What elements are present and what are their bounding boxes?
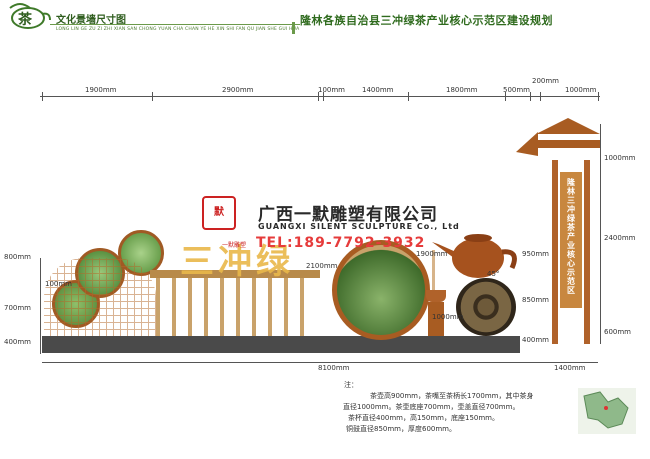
sign-post-right: [584, 160, 590, 344]
header: 茶 文化景墙尺寸图 LONG LIN GE ZU ZI ZHI XIAN SAN…: [0, 0, 650, 36]
note-line-1: 茶壶高900mm，茶嘴至茶柄长1700mm，其中茶身: [370, 392, 534, 400]
watermark-logo-icon: 默: [202, 196, 236, 230]
logo-char: 茶: [17, 11, 33, 28]
ground-base: [42, 336, 520, 353]
bottom-dim-line: [42, 362, 598, 363]
page-title: 文化景墙尺寸图: [56, 15, 126, 26]
dim-top-500: 500mm: [503, 86, 530, 94]
dim-top-1800: 1800mm: [446, 86, 478, 94]
page-subtitle: LONG LIN GE ZU ZI ZHI XIAN SAN CHONG YUA…: [56, 27, 300, 32]
tea-stream: [432, 250, 435, 290]
dim-right-1000: 1000mm: [604, 154, 636, 162]
dim-right-400: 400mm: [522, 336, 549, 344]
watermark-company: 广西一默雕塑有限公司: [258, 205, 438, 225]
calligraphy-text: 三冲绿: [180, 242, 294, 282]
dim-top-2900: 2900mm: [222, 86, 254, 94]
dim-top-1900: 1900mm: [85, 86, 117, 94]
top-dim-line: [40, 96, 600, 97]
tick: [408, 92, 409, 101]
tick: [42, 92, 43, 101]
dim-bottom-1400: 1400mm: [554, 364, 586, 372]
dim-inner-1900: 1900mm: [416, 250, 448, 258]
dim-right-950: 950mm: [522, 250, 549, 258]
location-map: [578, 388, 636, 434]
dim-inner-100: 100mm: [45, 280, 72, 288]
bronze-drum: [456, 278, 516, 336]
watermark-tel: TEL:189-7792-3932: [256, 235, 426, 251]
dim-left-800: 800mm: [4, 253, 31, 261]
sign-text: 隆林三冲绿茶产业核心示范区: [566, 178, 576, 295]
dim-top-100: 100mm: [318, 86, 345, 94]
tick: [323, 92, 324, 101]
dim-right-600: 600mm: [604, 328, 631, 336]
tick: [598, 92, 599, 101]
tea-cup: [426, 290, 446, 302]
note-line-2: 直径1000mm。茶壶底座700mm，壶盖直径700mm。: [343, 403, 520, 411]
note-line-4: 铜鼓直径850mm，厚度600mm。: [346, 425, 456, 433]
teapot-logo-icon: 茶: [6, 2, 52, 32]
notes-heading: 注：: [344, 381, 358, 389]
dim-top-1400: 1400mm: [362, 86, 394, 94]
right-dim-line: [600, 124, 601, 344]
left-dim-line: [40, 258, 41, 354]
header-divider-right: [292, 22, 295, 34]
watermark-logo-small: 一默雕塑: [222, 242, 247, 249]
dim-right-2400: 2400mm: [604, 234, 636, 242]
dim-left-400: 400mm: [4, 338, 31, 346]
dim-inner-2100: 2100mm: [306, 262, 338, 270]
pergola-posts: [156, 278, 316, 336]
dim-inner-1000: 1000mm: [432, 313, 464, 321]
sign-post-left: [552, 160, 558, 344]
teapot-sculpture: [428, 222, 524, 282]
dim-top-1000: 1000mm: [565, 86, 597, 94]
tick: [505, 92, 506, 101]
dim-bottom-8100: 8100mm: [318, 364, 350, 372]
watermark-company-en: GUANGXI SILENT SCULPTURE Co., Ltd: [258, 222, 460, 231]
tick: [530, 92, 531, 101]
sign-roof: [516, 118, 606, 162]
tick: [152, 92, 153, 101]
dim-top-200: 200mm: [532, 77, 559, 85]
project-title: 隆林各族自治县三冲绿茶产业核心示范区建设规划: [300, 14, 553, 27]
dim-inner-angle: 45°: [487, 270, 500, 278]
note-line-3: 茶杯直径400mm，高150mm，底座150mm。: [348, 414, 499, 422]
tick: [318, 92, 319, 101]
sign-panel: 隆林三冲绿茶产业核心示范区: [560, 172, 582, 308]
dim-left-700: 700mm: [4, 304, 31, 312]
dim-right-850: 850mm: [522, 296, 549, 304]
tick: [540, 92, 541, 101]
header-divider: [50, 24, 300, 25]
cup-base: [428, 302, 444, 336]
lattice-panel-left: [44, 258, 156, 336]
pergola-beam: [150, 270, 320, 278]
